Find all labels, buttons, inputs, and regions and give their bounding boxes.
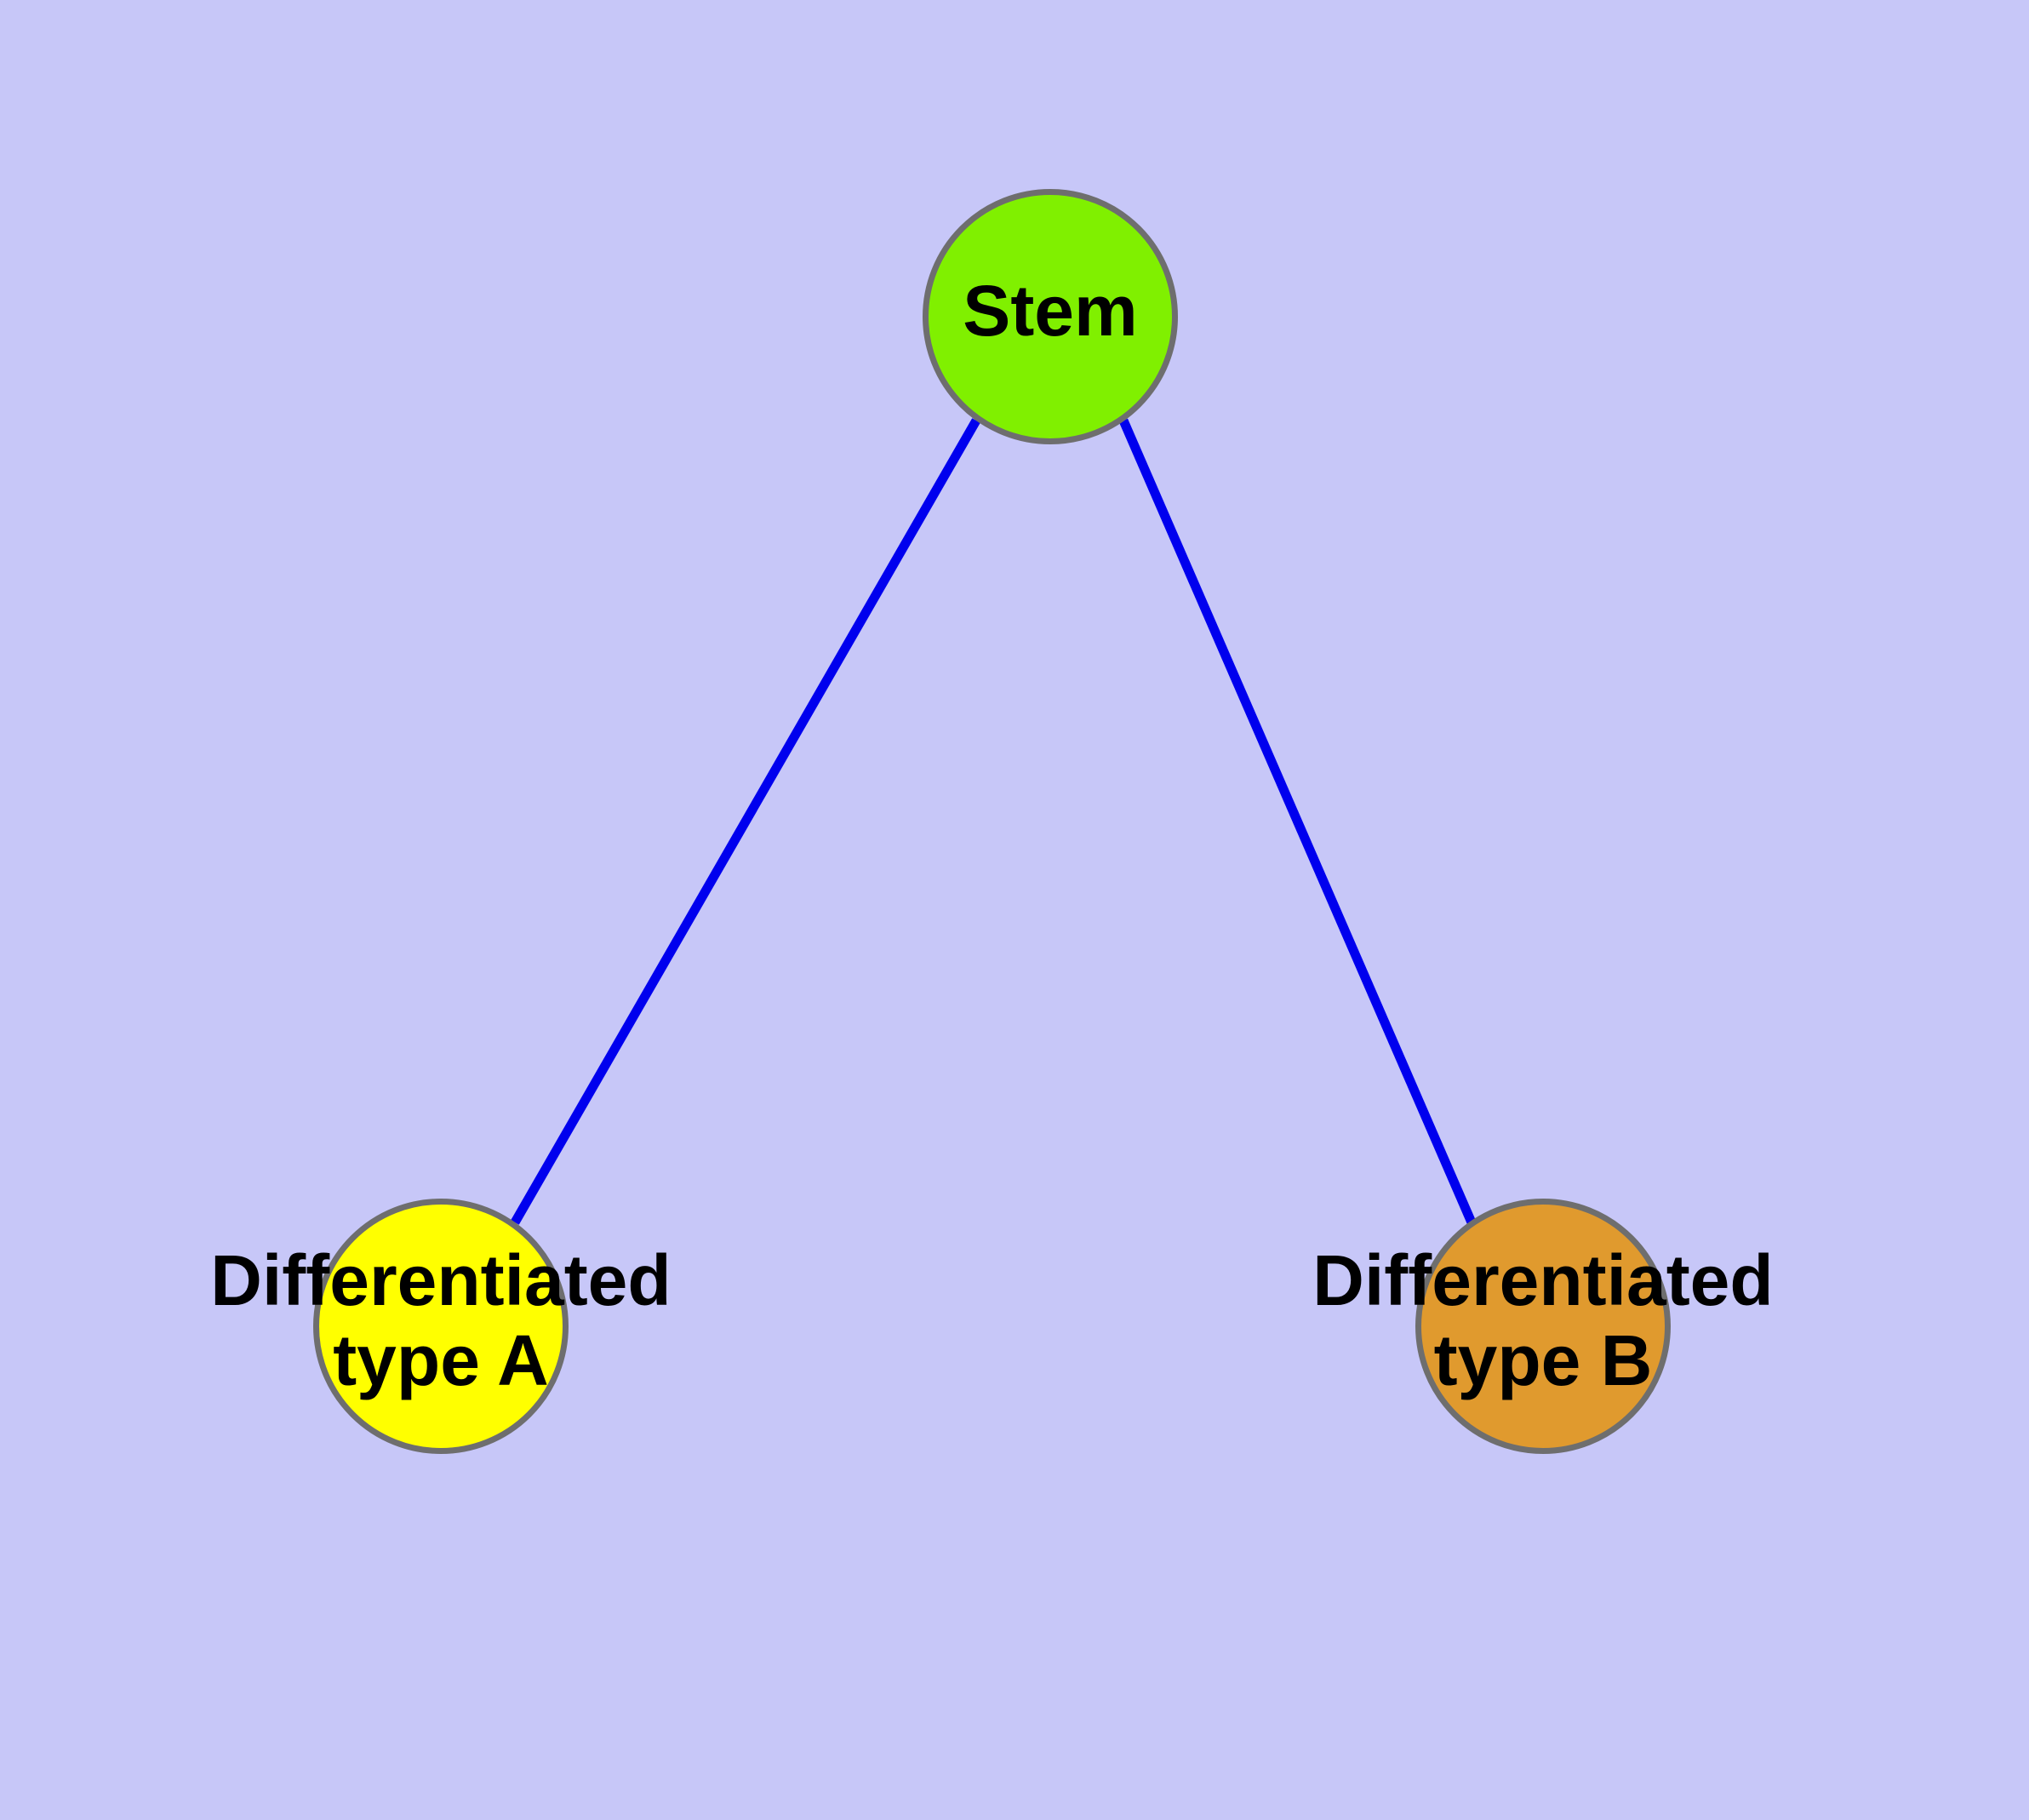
node-label-line: type B	[1434, 1320, 1653, 1400]
edge-stem-to-differentiated-type-b[interactable]	[1118, 418, 1477, 1225]
node-stem[interactable]: Stem	[923, 189, 1178, 444]
node-differentiated-type-a-circle[interactable]	[313, 1199, 569, 1454]
edge-stem-to-differentiated-type-a[interactable]	[511, 418, 980, 1225]
node-label-line: Stem	[963, 271, 1137, 351]
node-label-line: Differentiated	[1312, 1240, 1773, 1320]
edges-group	[511, 418, 1477, 1225]
node-stem-circle[interactable]	[923, 189, 1178, 444]
node-label-line: Differentiated	[210, 1240, 671, 1320]
node-stem-label: Stem	[963, 271, 1137, 351]
node-differentiated-type-b-circle[interactable]	[1415, 1199, 1671, 1454]
node-label-line: type A	[333, 1320, 549, 1400]
